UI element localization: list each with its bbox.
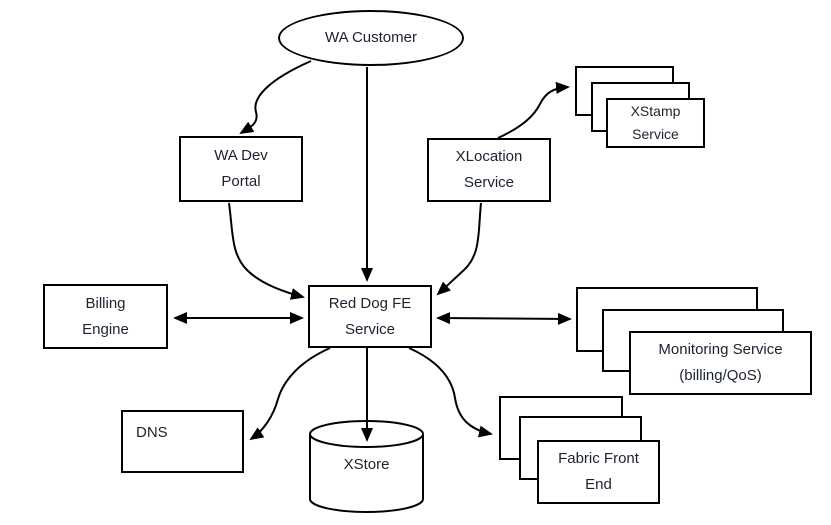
node-dns: DNS: [121, 410, 244, 473]
node-red-dog-fe-line1: Red Dog FE: [328, 294, 412, 312]
node-red-dog-fe-line2: Service: [344, 320, 396, 338]
node-xstamp-service: XStamp Service: [606, 98, 705, 148]
node-xlocation-line2: Service: [463, 174, 515, 191]
node-monitoring-line2: (billing/QoS): [679, 367, 762, 384]
node-monitoring-line1: Monitoring Service: [658, 341, 783, 358]
edge-customer-to-portal: [239, 60, 312, 135]
edge-reddog-to-dns: [249, 347, 331, 441]
node-fabric-front-end: Fabric Front End: [537, 440, 660, 504]
node-wa-dev-portal-line2: Portal: [221, 173, 261, 190]
edge-reddog-monitoring: [436, 312, 572, 325]
node-xstore-label: XStore: [343, 456, 390, 473]
node-monitoring-service: Monitoring Service (billing/QoS): [629, 331, 812, 395]
node-dns-label: DNS: [136, 424, 168, 441]
node-billing-line1: Billing: [85, 294, 126, 312]
node-fabric-line2: End: [585, 476, 612, 493]
node-billing-engine: Billing Engine: [43, 284, 168, 349]
edge-reddog-to-fabric: [408, 347, 493, 438]
node-xstamp-line2: Service: [632, 126, 679, 142]
edge-xlocation-to-xstamp: [497, 81, 570, 139]
node-wa-customer: WA Customer: [278, 10, 464, 66]
node-red-dog-fe: Red Dog FE Service: [308, 285, 432, 348]
node-wa-dev-portal: WA Dev Portal: [179, 136, 303, 202]
edge-xlocation-to-reddog: [436, 202, 482, 296]
node-fabric-line1: Fabric Front: [558, 450, 639, 467]
node-xlocation-line1: XLocation: [455, 148, 523, 165]
node-xstamp-line1: XStamp: [630, 103, 681, 119]
node-xlocation-service: XLocation Service: [427, 138, 551, 202]
node-wa-customer-label: WA Customer: [325, 29, 417, 46]
edge-portal-to-reddog: [228, 202, 305, 300]
cylinder-body: [309, 434, 424, 513]
node-wa-dev-portal-line1: WA Dev: [214, 147, 268, 164]
node-billing-line2: Engine: [82, 320, 129, 338]
